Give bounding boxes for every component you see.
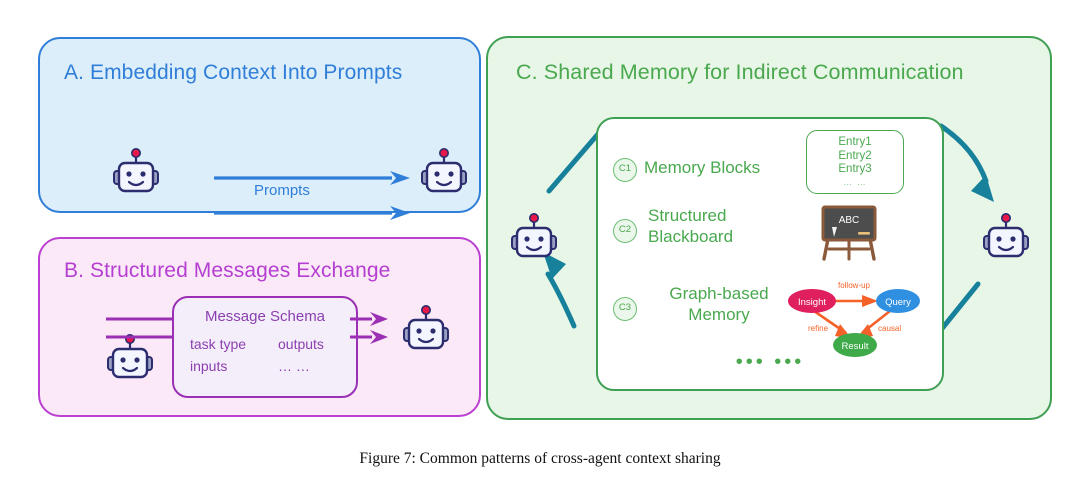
schema-cell: … … [278,358,310,374]
message-schema-title: Message Schema [204,308,326,325]
schema-cell: inputs [190,358,228,374]
svg-text:Result: Result [842,341,869,352]
svg-text:refine: refine [808,324,829,333]
svg-text:ABC: ABC [839,215,860,226]
label-structured-blackboard: Structured Blackboard [648,206,734,246]
entry-item: Entry2 [838,149,872,162]
svg-text:causal: causal [878,324,901,333]
schema-cell: task type [190,336,247,352]
blackboard-icon: ABC [821,205,877,261]
panel-a-right-agent-icon [416,143,472,199]
entry-ellipsis: … … [843,176,867,187]
entry-list-box: Entry1 Entry2 Entry3 … … [806,130,904,194]
schema-cell: outputs [278,336,324,352]
svg-text:Insight: Insight [798,297,826,308]
svg-text:follow-up: follow-up [838,281,871,290]
entry-item: Entry3 [838,163,872,175]
panel-c-left-agent-icon [506,208,562,264]
panel-b-left-agent-icon [102,329,158,385]
badge-c1: C1 [613,158,637,182]
panel-a-arrow-label: Prompts [254,182,310,199]
panel-b-title: B. Structured Messages Exchange [64,259,391,282]
panel-a-arrow-bottom [214,206,410,220]
badge-c3: C3 [613,297,637,321]
panel-c-right-agent-icon [978,208,1034,264]
label-graph-based-memory: Graph-based Memory [669,284,769,324]
badge-c2: C2 [613,219,637,243]
panel-b-right-agent-icon [398,300,454,356]
label-memory-blocks: Memory Blocks [644,158,761,177]
figure-caption: Figure 7: Common patterns of cross-agent… [359,450,721,467]
message-schema-box: Message Schema task type outputs inputs … [172,296,358,398]
panel-c-title: C. Shared Memory for Indirect Communicat… [516,60,964,84]
svg-text:Query: Query [885,297,911,308]
panel-a-title: A. Embedding Context Into Prompts [64,61,403,84]
panel-a-left-agent-icon [108,143,164,199]
shared-memory-card: C1 Memory Blocks Entry1 Entry2 Entry3 … … [596,117,944,391]
card-ellipsis-dots: ••• ••• [735,351,805,373]
panel-b-connector-lines [106,317,172,339]
panel-b-output-arrows [350,312,388,344]
panel-a-embedding-context: A. Embedding Context Into Prompts Prompt… [38,37,481,220]
entry-item: Entry1 [838,136,872,148]
graph-memory-diagram: Insight Query Result follow-up refine ca… [788,281,920,357]
panel-a-arrow-top [214,171,410,185]
